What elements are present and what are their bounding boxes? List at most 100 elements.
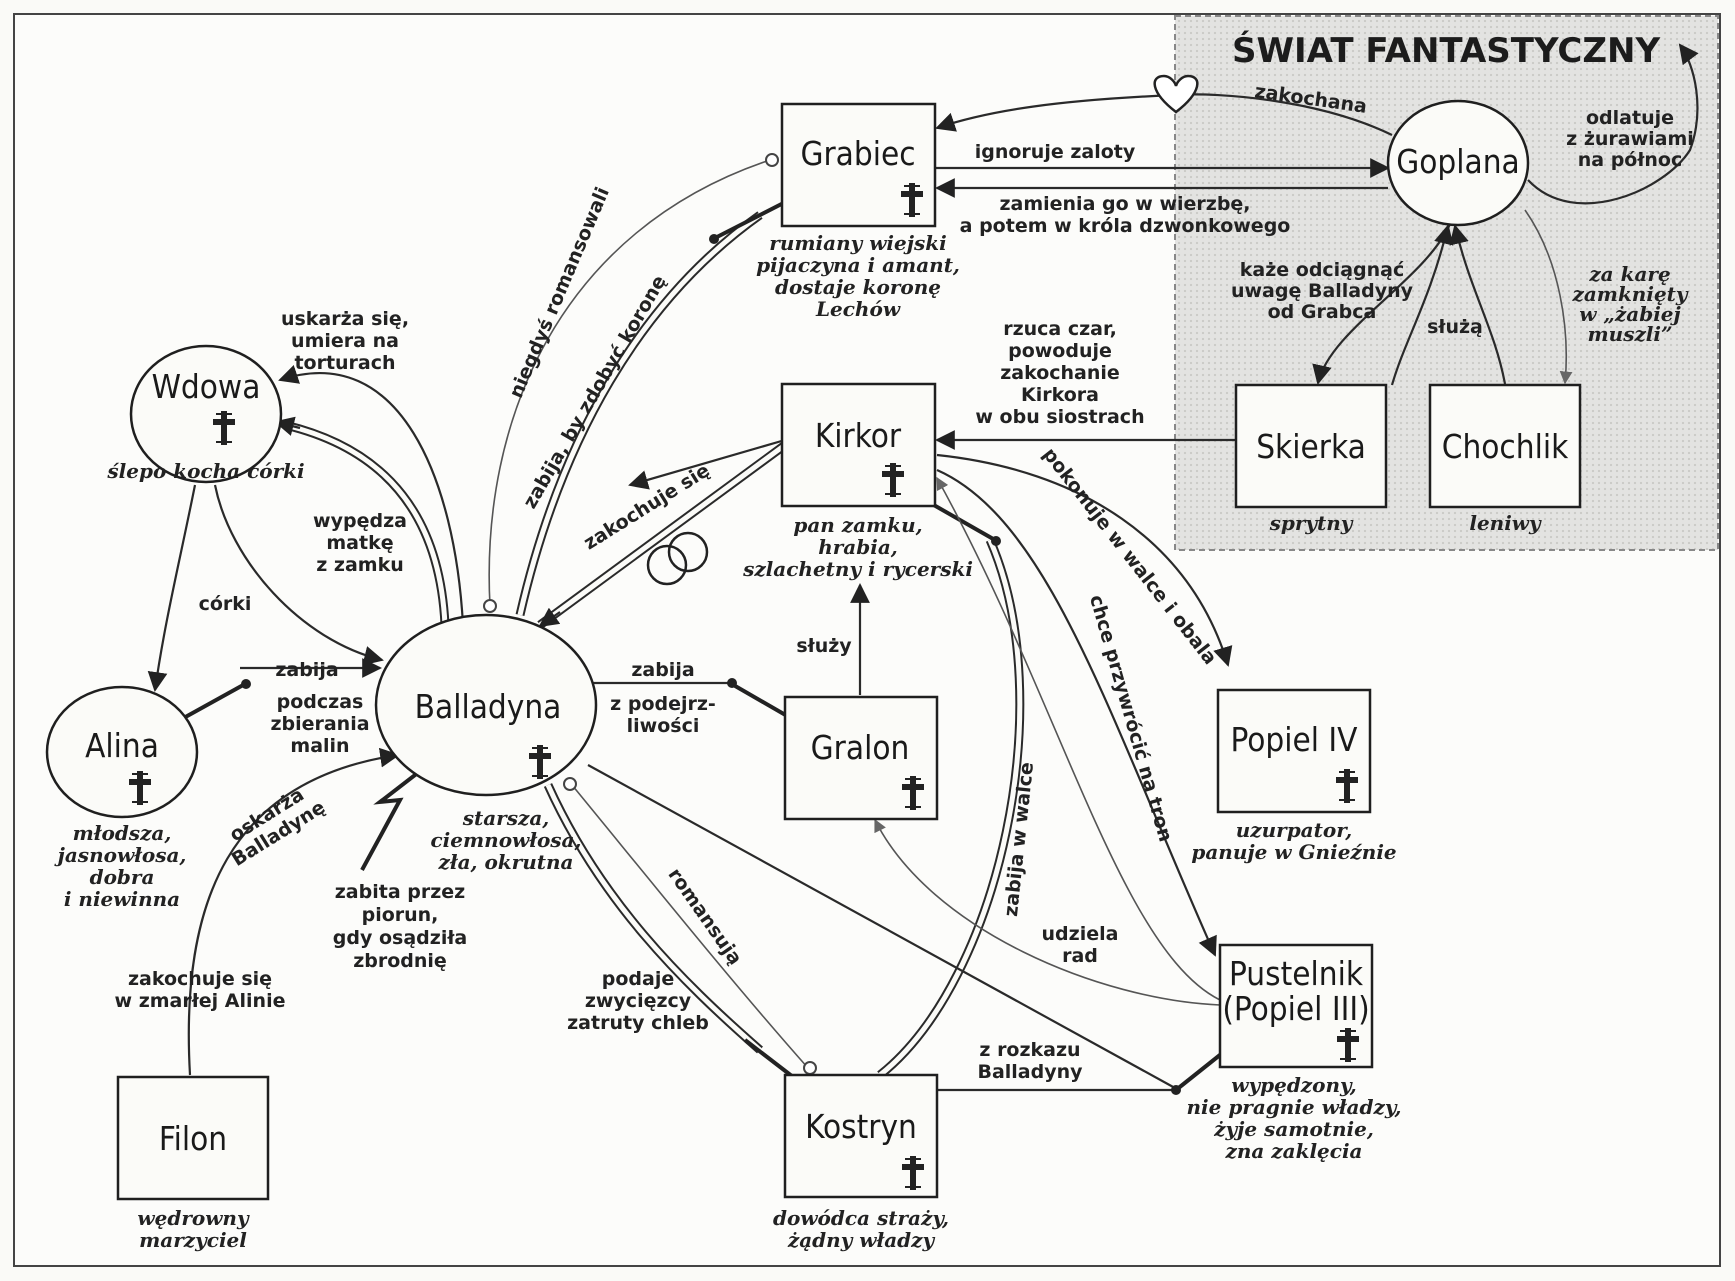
edge-sluza-skierka <box>1390 224 1454 386</box>
edge-oskarza <box>187 747 400 1076</box>
heart-icon <box>1153 74 1199 114</box>
desc-balladyna-line: zła, okrutna <box>438 850 574 874</box>
label-odlatuje-line: na północ <box>1578 149 1683 171</box>
label-zabija-alina-line: zabija <box>275 659 338 681</box>
node-label: Filon <box>159 1119 227 1158</box>
ring-icon <box>646 544 688 586</box>
desc-wdowa-line: ślepo kocha córki <box>106 459 304 483</box>
edge-sluza-chochlik <box>1449 224 1507 385</box>
label-corki-line: córki <box>199 593 252 615</box>
label-uskarza-line: umiera na <box>291 330 399 352</box>
romance-dot <box>483 599 497 613</box>
node-filon[interactable]: Filon <box>116 1075 270 1201</box>
edge-wypedza-inner <box>284 422 448 626</box>
edge-corki <box>147 484 197 692</box>
label-sluza: służą <box>1427 316 1483 338</box>
node-chochlik[interactable]: Chochlik <box>1428 383 1582 509</box>
label-corki: córki <box>199 593 252 615</box>
label-podaje-line: zatruty chleb <box>567 1012 709 1034</box>
label-podczas-line: podczas <box>277 691 364 713</box>
label-za-kare-line: muszli” <box>1587 322 1672 346</box>
edge-balladyna-kirkor-arrow <box>538 607 561 628</box>
node-label: Alina <box>85 726 159 765</box>
desc-skierka: sprytny <box>1269 511 1354 535</box>
label-rzuca-czar-line: w obu siostrach <box>975 406 1144 428</box>
label-podaje-line: zwycięzcy <box>585 990 692 1012</box>
desc-kostryn: dowódca straży,żądny władzy <box>773 1206 949 1252</box>
node-kirkor[interactable]: Kirkor <box>780 382 937 508</box>
node-grabiec[interactable]: Grabiec <box>780 102 937 228</box>
label-wypedza-line: wypędza <box>313 510 407 532</box>
label-podaje-line: podaje <box>602 968 674 990</box>
label-rzuca-czar-line: zakochanie <box>1000 362 1120 384</box>
node-gralon[interactable]: Gralon <box>783 695 939 821</box>
desc-pustelnik-line: wypędzony, <box>1231 1073 1356 1097</box>
desc-filon-line: wędrowny <box>137 1206 250 1230</box>
romance-dot <box>803 1061 817 1075</box>
desc-wdowa: ślepo kocha córki <box>106 459 304 483</box>
label-zabija-alina: zabija <box>275 659 338 681</box>
edge-pokonuje <box>936 453 1233 667</box>
node-alina[interactable]: Alina <box>45 685 199 819</box>
edge-wdowa-balladyna <box>213 484 384 666</box>
label-za-kare-line: zamknięty <box>1571 282 1688 306</box>
dagger-pommel <box>991 536 1001 546</box>
label-piorun-line: piorun, <box>362 904 439 926</box>
desc-alina-line: dobra <box>90 865 155 889</box>
node-wdowa[interactable]: Wdowa <box>129 344 283 484</box>
desc-chochlik: leniwy <box>1469 511 1542 535</box>
label-rozkaz-line: z rozkazu <box>979 1039 1080 1061</box>
desc-balladyna-line: starsza, <box>462 806 550 830</box>
node-label: Kostryn <box>805 1107 917 1146</box>
label-podejrz: z podejrz-liwości <box>610 693 716 737</box>
label-kaze-line: każe odciągnąć <box>1240 259 1404 281</box>
desc-alina-line: młodsza, <box>73 821 172 845</box>
edge-zakochuje-kirkor <box>628 438 786 490</box>
desc-grabiec-line: rumiany wiejski <box>769 231 946 255</box>
edge-uskarza <box>278 364 465 626</box>
edge-romansuja <box>571 784 809 1069</box>
desc-pustelnik-line: żyje samotnie, <box>1213 1117 1374 1141</box>
node-popiel-iv[interactable]: Popiel IV <box>1216 688 1372 814</box>
node-skierka[interactable]: Skierka <box>1234 383 1388 509</box>
desc-kirkor: pan zamku,hrabia,szlachetny i rycerski <box>742 513 973 581</box>
label-piorun-line: zbrodnię <box>353 950 447 972</box>
label-rzuca-czar-line: rzuca czar, <box>1003 318 1117 340</box>
romance-dot <box>563 777 577 791</box>
node-label: Popiel IV <box>1231 720 1359 759</box>
desc-filon-line: marzyciel <box>139 1228 247 1252</box>
label-podczas-line: zbierania <box>270 713 369 735</box>
desc-alina-line: jasnowłosa, <box>54 843 187 867</box>
edge-udziela-kirkor <box>936 476 1221 1001</box>
desc-skierka-line: sprytny <box>1269 511 1354 535</box>
node-goplana[interactable]: Goplana <box>1386 99 1530 227</box>
node-balladyna[interactable]: Balladyna <box>374 613 598 797</box>
desc-kostryn-line: dowódca straży, <box>773 1206 949 1230</box>
desc-pustelnik: wypędzony,nie pragnie władzy,żyje samotn… <box>1187 1073 1402 1163</box>
edge-balladyna-pustelnik <box>587 764 1176 1089</box>
edge-odlatuje <box>1527 43 1699 205</box>
node-label: (Popiel III) <box>1222 989 1369 1028</box>
label-za-kare-line: za karę <box>1588 262 1670 286</box>
node-kostryn[interactable]: Kostryn <box>783 1073 939 1199</box>
label-odlatuje-line: z żurawiami <box>1566 128 1694 150</box>
node-pustelnik[interactable]: Pustelnik (Popiel III) <box>1218 943 1374 1069</box>
desc-balladyna: starsza,ciemnowłosa,zła, okrutna <box>431 806 582 874</box>
desc-kirkor-line: pan zamku, <box>793 513 922 537</box>
label-rozkaz-line: Balladyny <box>977 1061 1083 1083</box>
desc-balladyna-line: ciemnowłosa, <box>431 828 582 852</box>
desc-pustelnik-line: zna zaklęcia <box>1224 1139 1362 1163</box>
label-kaze-line: od Grabca <box>1268 301 1377 323</box>
